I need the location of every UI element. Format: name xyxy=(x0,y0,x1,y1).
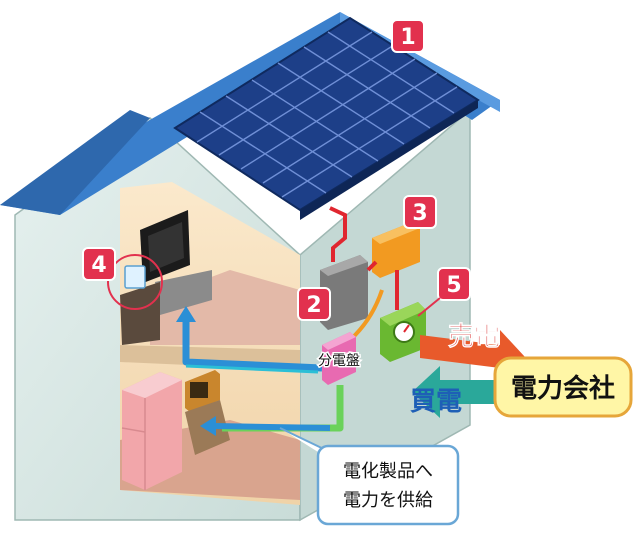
svg-text:3: 3 xyxy=(412,201,427,226)
buy-power-label: 買電 xyxy=(410,387,462,417)
power-company-box: 電力会社 xyxy=(493,356,633,418)
sell-arrow xyxy=(420,330,525,384)
roof-front-edge xyxy=(0,110,150,215)
marker-5: 5 xyxy=(417,267,471,317)
marker-2: 2 xyxy=(297,287,331,321)
sell-power-label: 売電 xyxy=(448,322,500,352)
microwave xyxy=(185,370,230,455)
distribution-board-label: 分電盤 xyxy=(318,353,360,369)
refrigerator xyxy=(121,372,182,490)
supply-callout-line2: 電力を供給 xyxy=(343,490,433,511)
junction-box xyxy=(320,255,368,330)
roof-top xyxy=(0,12,500,215)
power-meter xyxy=(380,270,426,362)
supply-callout: 電化製品へ 電力を供給 xyxy=(279,427,460,526)
marker-4: 4 xyxy=(82,247,116,281)
supply-callout-line1: 電化製品へ xyxy=(343,461,433,482)
distribution-board xyxy=(322,332,356,385)
power-company-label: 電力会社 xyxy=(511,373,615,404)
marker-1: 1 xyxy=(391,19,425,53)
svg-text:2: 2 xyxy=(306,293,321,318)
supply-arrow-upper xyxy=(182,320,323,372)
buy-arrow xyxy=(412,366,500,418)
svg-text:5: 5 xyxy=(446,273,461,298)
panel-grid xyxy=(196,31,458,198)
supply-arrow-lower xyxy=(213,423,331,431)
energy-monitor xyxy=(107,254,163,310)
marker-3: 3 xyxy=(403,195,437,229)
monitor-display-icon xyxy=(124,265,146,289)
solar-panel xyxy=(173,16,480,220)
svg-text:4: 4 xyxy=(91,253,106,278)
panel-cable xyxy=(329,206,347,262)
svg-text:1: 1 xyxy=(400,25,415,50)
television xyxy=(120,210,212,345)
